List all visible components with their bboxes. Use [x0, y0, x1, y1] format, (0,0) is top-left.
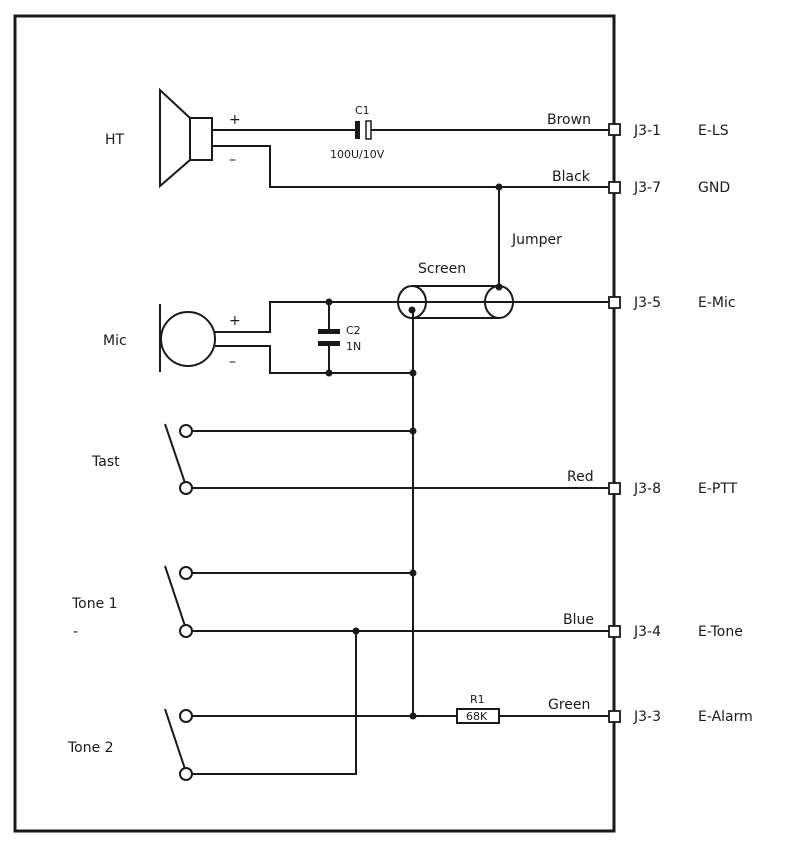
wire-black [212, 145, 610, 188]
wire-label-brown: Brown [547, 112, 591, 128]
signal-label: E-LS [698, 123, 729, 139]
junction-bus-mic [409, 369, 417, 377]
signal-label: E-Mic [698, 295, 736, 311]
wire-mic-ground [215, 345, 413, 374]
pin-label: J3-1 [633, 123, 661, 139]
pin-j3-3 [608, 710, 621, 723]
pin-label: J3-3 [633, 709, 661, 725]
r1-name: R1 [470, 693, 485, 706]
wire-label-black: Black [552, 169, 591, 185]
microphone-symbol [159, 304, 216, 372]
pin-j3-5 [608, 296, 621, 309]
c2-name: C2 [346, 324, 361, 337]
c2-value: 1N [346, 340, 361, 353]
pin-label: J3-5 [633, 295, 661, 311]
speaker-label: HT [105, 132, 125, 148]
capacitor-c2 [318, 302, 340, 373]
mic-label: Mic [103, 333, 127, 349]
enclosure-border [13, 14, 616, 833]
pin-label: J3-7 [633, 180, 661, 196]
signal-label: E-Tone [698, 624, 743, 640]
screen-label: Screen [418, 261, 466, 277]
signal-label: E-Alarm [698, 709, 753, 725]
c1-value: 100U/10V [330, 148, 385, 161]
pin-j3-4 [608, 625, 621, 638]
pin-j3-1 [608, 123, 621, 136]
tone2-label: Tone 2 [67, 740, 114, 756]
tast-switch-symbol [164, 423, 193, 495]
tone1-switch-symbol [164, 565, 193, 638]
speaker-minus: – [229, 152, 236, 168]
pin-j3-7 [608, 181, 621, 194]
pin-j3-8 [608, 482, 621, 495]
pin-label: J3-8 [633, 481, 661, 497]
speaker-symbol [159, 87, 213, 189]
tone1-label: Tone 1 [71, 596, 118, 612]
mic-minus: – [229, 354, 236, 370]
wire-mic-signal [215, 301, 610, 333]
speaker-plus: + [229, 112, 241, 128]
wire-tone2-blue [192, 631, 357, 775]
pin-label: J3-4 [633, 624, 661, 640]
mic-plus: + [229, 313, 241, 329]
resistor-r1: 68K [456, 708, 500, 724]
r1-value: 68K [466, 710, 488, 723]
connector-j3: J3-1 E-LS J3-7 GND J3-5 E-Mic J3-8 E-PTT… [608, 123, 753, 725]
wire-label-blue: Blue [563, 612, 594, 628]
tone2-switch-symbol [164, 708, 193, 781]
capacitor-c1 [355, 120, 372, 140]
jumper-label: Jumper [511, 232, 562, 248]
tone1-mark: - [73, 624, 78, 640]
tast-label: Tast [91, 454, 120, 470]
wire-label-green: Green [548, 697, 590, 713]
c1-name: C1 [355, 104, 370, 117]
wire-label-red: Red [567, 469, 594, 485]
signal-label: E-PTT [698, 481, 738, 497]
signal-label: GND [698, 180, 730, 196]
